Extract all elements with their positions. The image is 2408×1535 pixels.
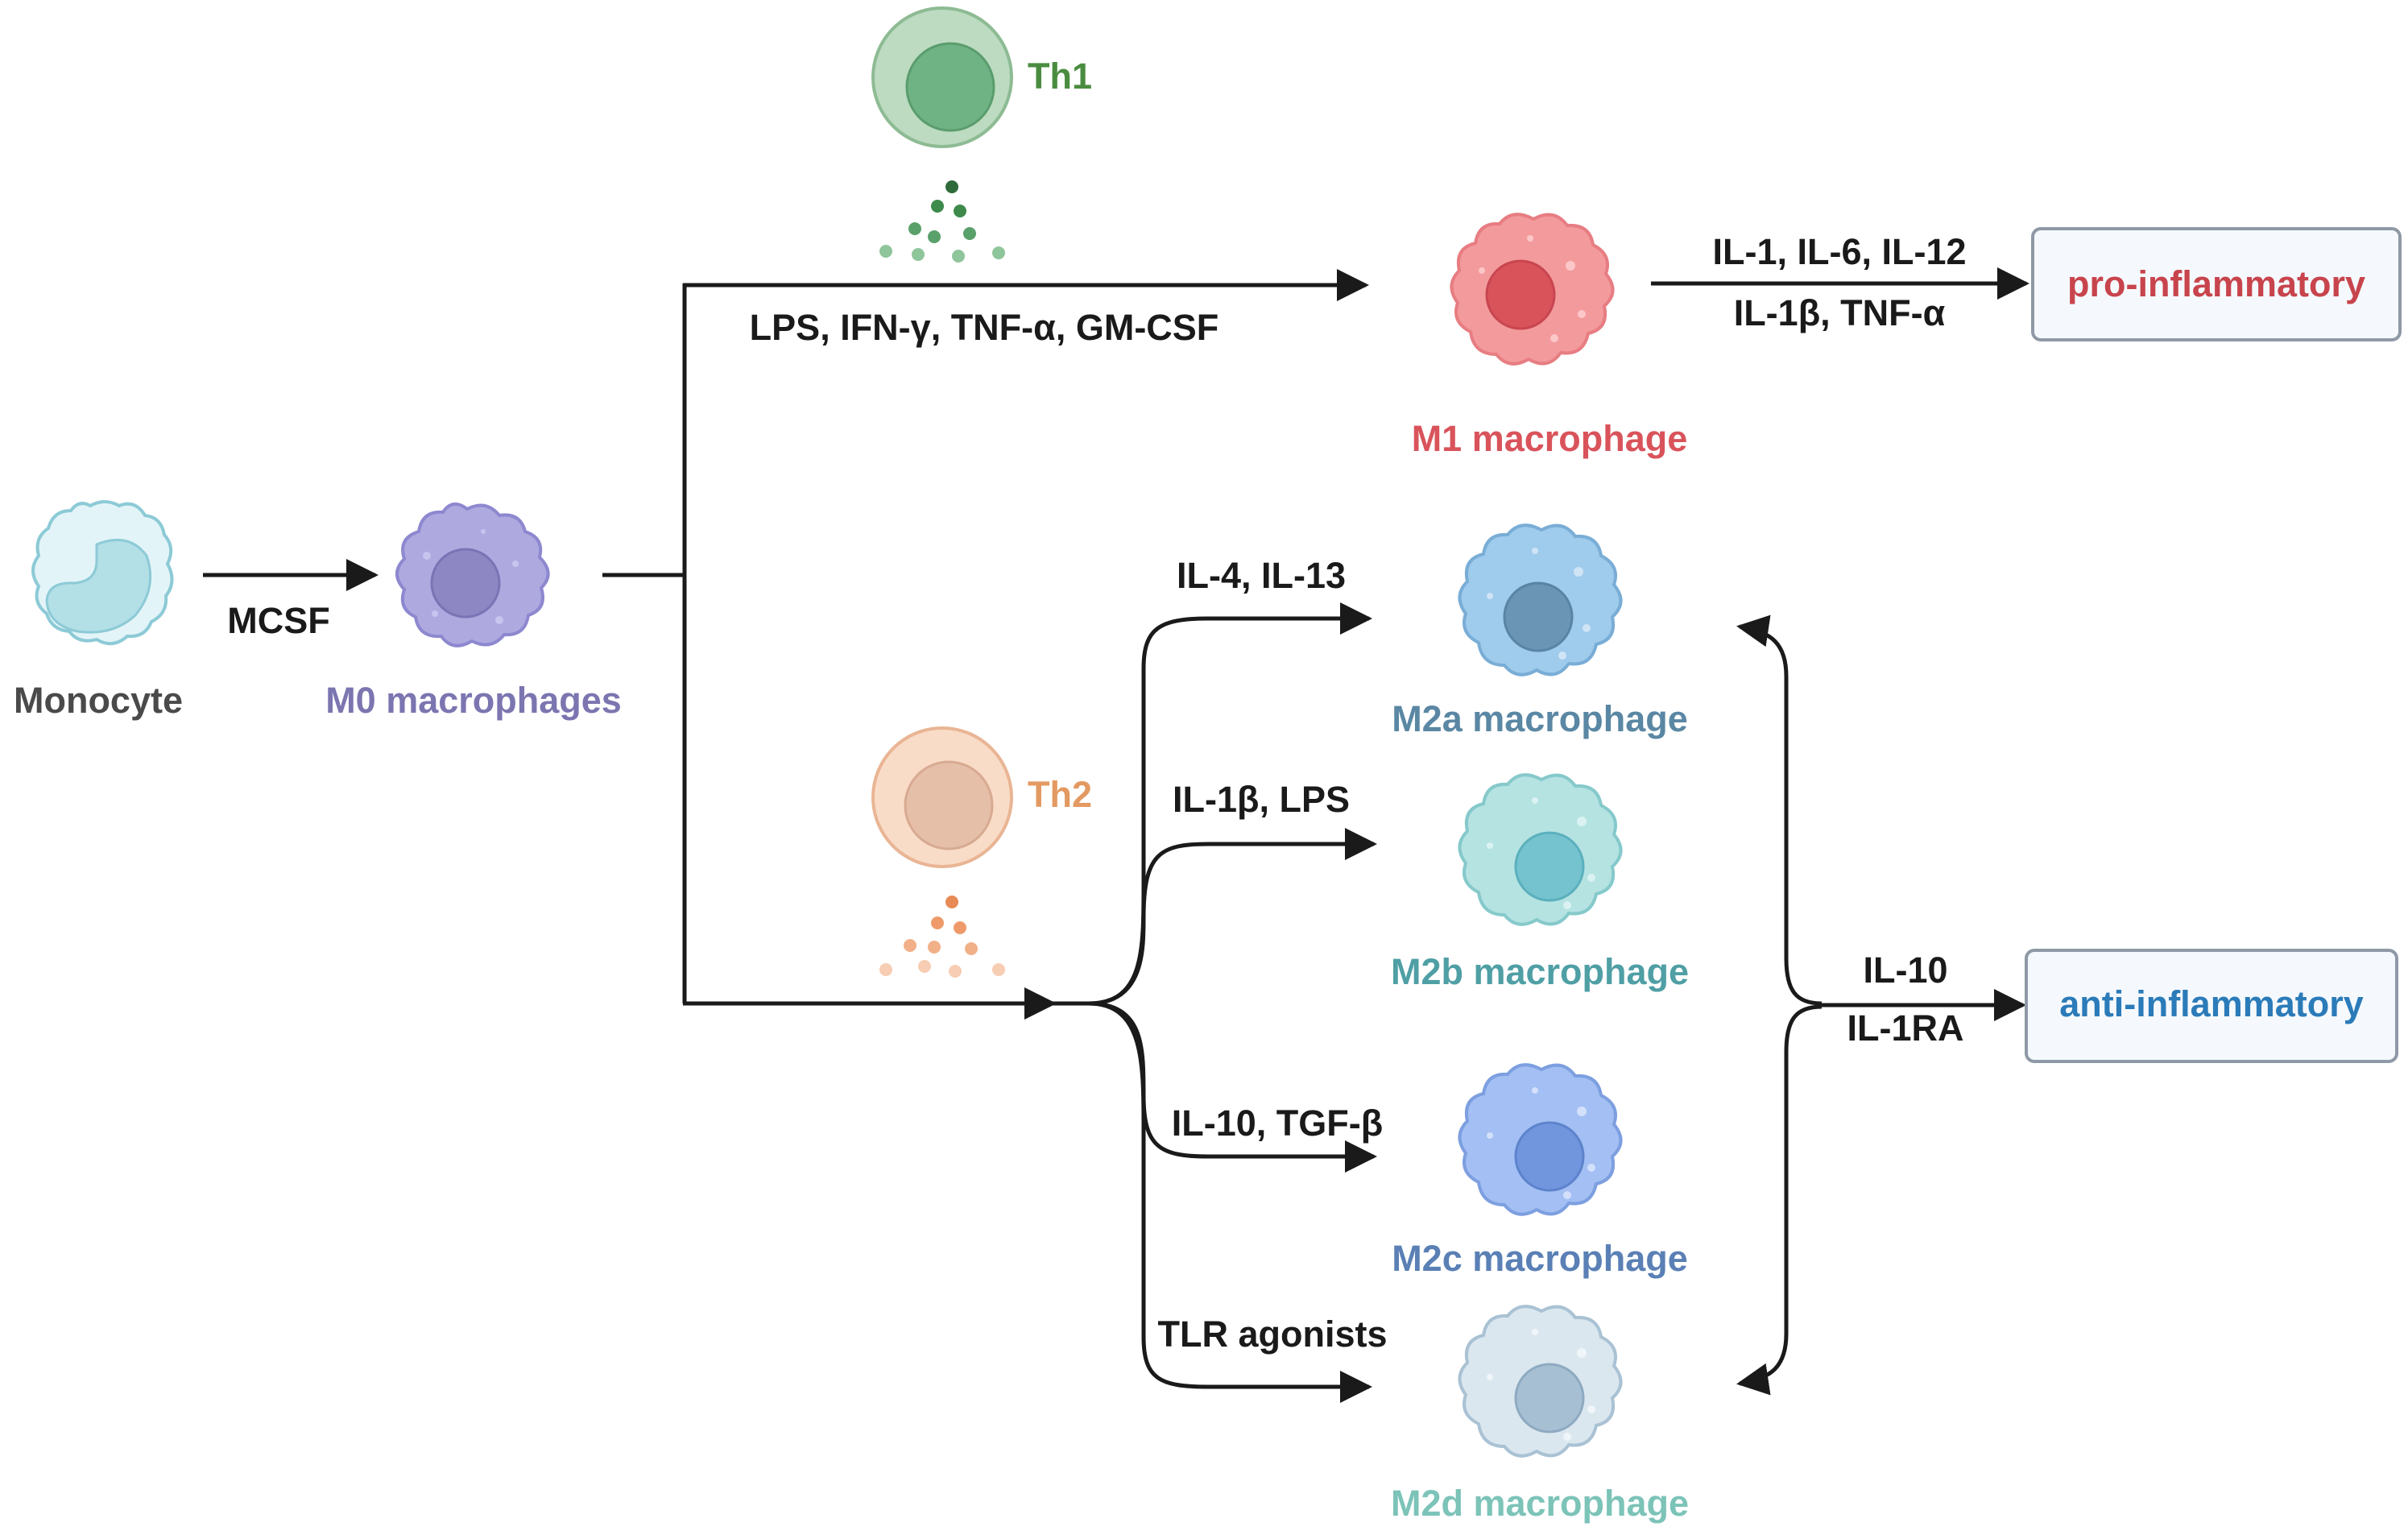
arrow-to-m2d: [1088, 1001, 1372, 1403]
m2b-stimuli-label: IL-1β, LPS: [1173, 779, 1350, 820]
m1-output-line1: IL-1, IL-6, IL-12: [1712, 231, 1966, 272]
m0-macrophage-icon: [395, 503, 550, 648]
th1-label: Th1: [1028, 56, 1092, 97]
connector-lines: [203, 267, 2029, 1403]
m2d-macrophage-icon: [1458, 1305, 1623, 1458]
m2c-stimuli-label: IL-10, TGF-β: [1172, 1103, 1383, 1144]
m0-label: M0 macrophages: [325, 680, 622, 721]
m2-bracket-bottom: [1736, 1004, 1823, 1396]
m2d-label: M2d macrophage: [1391, 1483, 1689, 1524]
m1-output-line2: IL-1β, TNF-α: [1734, 292, 1946, 333]
monocyte-icon: [31, 500, 174, 646]
m2c-label: M2c macrophage: [1392, 1238, 1688, 1279]
m2d-stimuli-label: TLR agonists: [1157, 1314, 1387, 1355]
m2-output-line1: IL-10: [1863, 950, 1947, 991]
th1-cell-icon: [871, 6, 1013, 148]
m2b-macrophage-icon: [1458, 773, 1623, 926]
m1-label: M1 macrophage: [1412, 418, 1688, 459]
m2a-macrophage-icon: [1458, 523, 1623, 676]
th2-cell-icon: [871, 726, 1013, 868]
m2c-macrophage-icon: [1458, 1063, 1623, 1216]
th2-cytokine-dots-icon: [879, 896, 1005, 978]
th1-cytokine-dots-icon: [879, 180, 1005, 263]
m1-macrophage-icon: [1450, 213, 1615, 366]
m2-bracket-top: [1736, 614, 1823, 1006]
pro-inflammatory-box: [2031, 227, 2402, 341]
arrow-to-m2b: [1088, 828, 1377, 1006]
pro-inflammatory-label: pro-inflammatory: [2067, 263, 2365, 304]
m2b-label: M2b macrophage: [1391, 951, 1689, 992]
m2a-stimuli-label: IL-4, IL-13: [1177, 555, 1346, 596]
m2-output-line2: IL-1RA: [1847, 1007, 1964, 1049]
mcsf-label: MCSF: [227, 600, 330, 641]
monocyte-label: Monocyte: [14, 680, 183, 721]
m2a-label: M2a macrophage: [1392, 698, 1688, 739]
th2-label: Th2: [1028, 774, 1092, 815]
m1-stimuli-label: LPS, IFN-γ, TNF-α, GM-CSF: [750, 307, 1219, 348]
anti-inflammatory-label: anti-inflammatory: [2059, 983, 2364, 1024]
anti-inflammatory-box: [2025, 949, 2398, 1063]
